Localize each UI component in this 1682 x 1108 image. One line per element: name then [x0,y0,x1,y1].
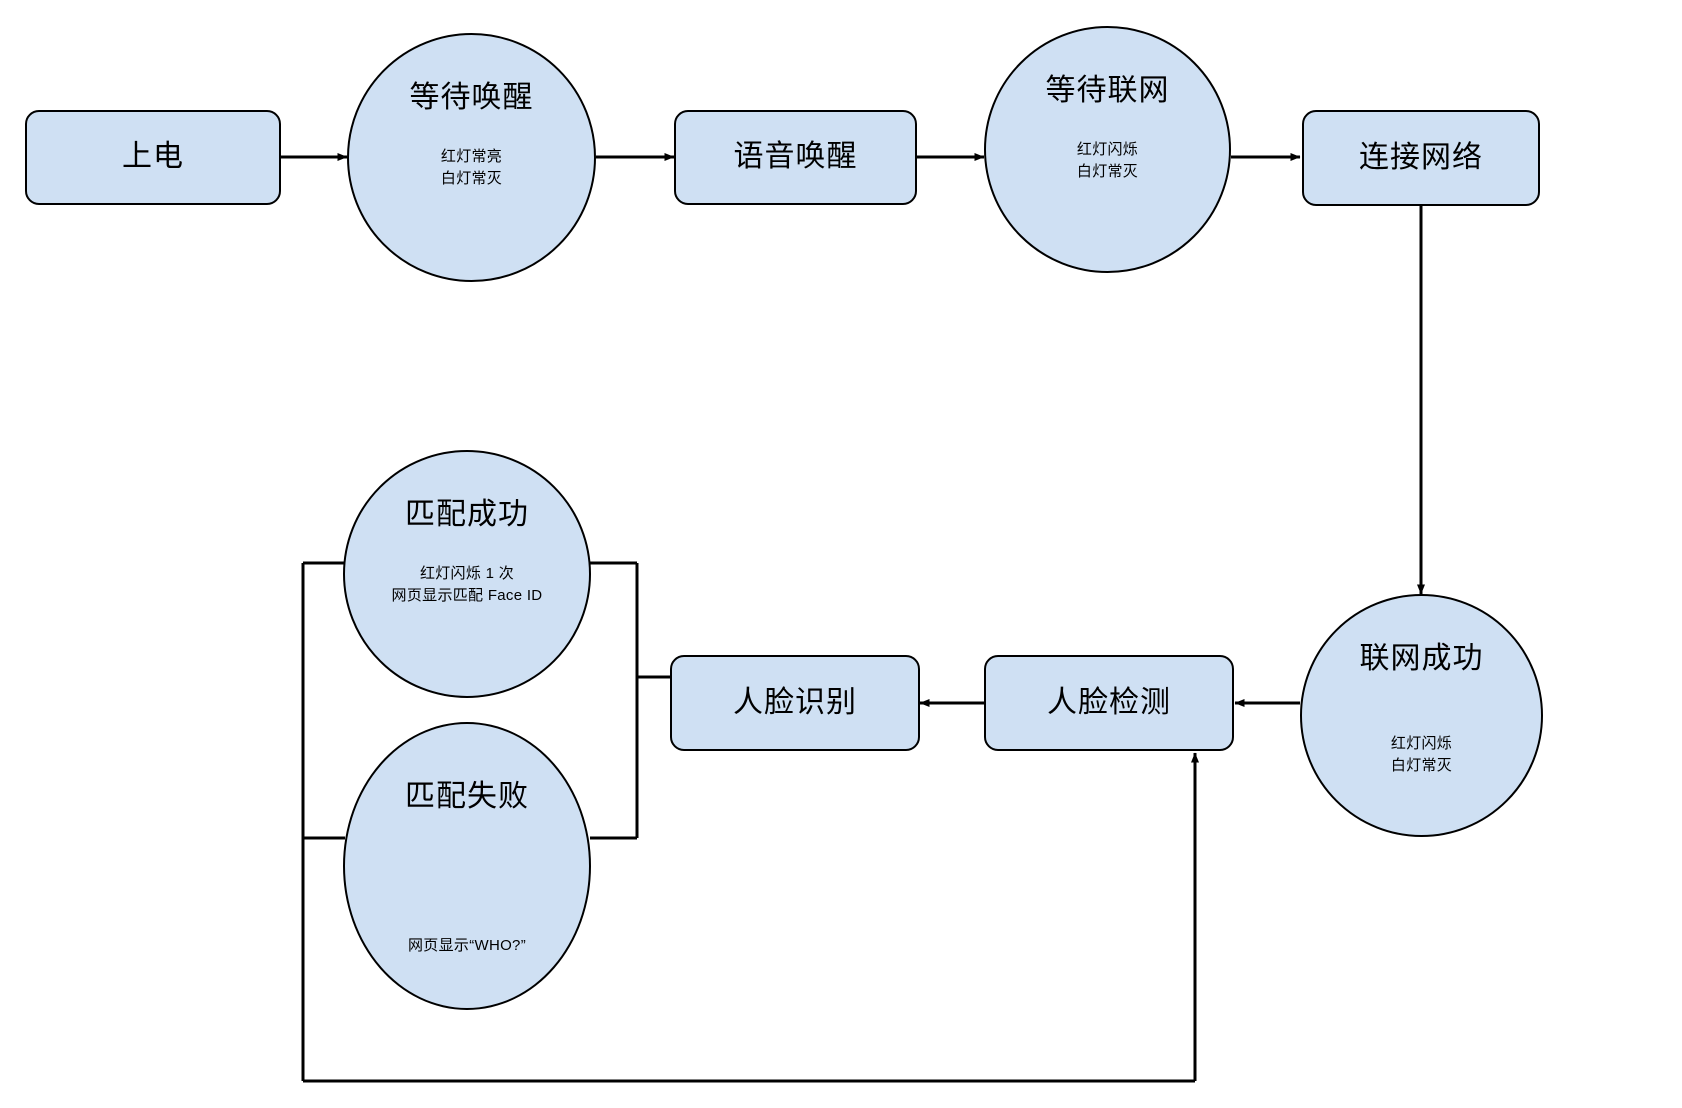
node-wait-wake-sub: 红灯常亮 白灯常灭 [440,147,503,188]
node-face-recognize[interactable]: 人脸识别 [670,655,920,751]
node-face-detect[interactable]: 人脸检测 [984,655,1234,751]
node-wait-network-sub: 红灯闪烁 白灯常灭 [1076,140,1139,181]
node-wait-wake-label: 等待唤醒 [409,81,534,114]
node-face-detect-label: 人脸检测 [1047,685,1171,719]
node-wait-network[interactable]: 等待联网 红灯闪烁 白灯常灭 [984,26,1231,273]
node-match-success[interactable]: 匹配成功 红灯闪烁 1 次 网页显示匹配 Face ID [343,450,591,698]
node-power-on[interactable]: 上电 [25,110,281,205]
node-network-success-sub: 红灯闪烁 白灯常灭 [1390,734,1453,775]
node-wait-network-label: 等待联网 [1045,74,1170,107]
node-power-on-label: 上电 [122,140,184,174]
node-voice-wake[interactable]: 语音唤醒 [674,110,917,205]
node-match-fail-label: 匹配失败 [405,780,529,813]
node-match-success-sub: 红灯闪烁 1 次 网页显示匹配 Face ID [391,564,543,605]
node-match-fail[interactable]: 匹配失败 网页显示“WHO?” [343,722,591,1010]
node-network-success[interactable]: 联网成功 红灯闪烁 白灯常灭 [1300,594,1543,837]
node-connect-network-label: 连接网络 [1359,140,1483,174]
node-face-recognize-label: 人脸识别 [733,685,857,719]
node-wait-wake[interactable]: 等待唤醒 红灯常亮 白灯常灭 [347,33,596,282]
node-connect-network[interactable]: 连接网络 [1302,110,1540,206]
node-voice-wake-label: 语音唤醒 [733,140,858,174]
node-network-success-label: 联网成功 [1359,642,1484,675]
node-match-fail-sub: 网页显示“WHO?” [408,936,526,954]
node-match-success-label: 匹配成功 [405,498,529,531]
